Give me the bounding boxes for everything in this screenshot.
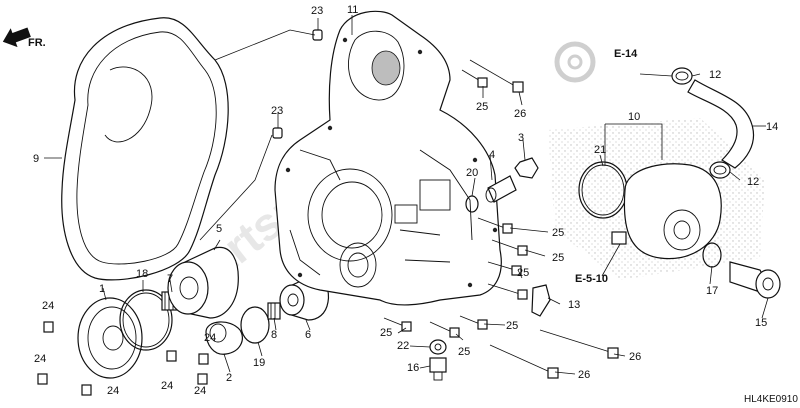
o-ring-18 [119, 289, 173, 351]
o-ring-19 [240, 306, 270, 344]
label-part-25-d: 25 [517, 267, 529, 279]
label-part-23-mid: 23 [271, 105, 283, 117]
label-part-26-a: 26 [514, 108, 526, 120]
label-part-25-f: 25 [458, 346, 470, 358]
label-part-5: 5 [216, 223, 222, 235]
label-part-18: 18 [136, 268, 148, 280]
label-part-4: 4 [489, 149, 495, 161]
label-part-9: 9 [33, 153, 39, 165]
label-part-22: 22 [397, 340, 409, 352]
gasket-9 [61, 17, 229, 281]
label-part-21: 21 [594, 144, 606, 156]
reference-e510: E-5-10 [575, 273, 608, 285]
front-direction-label: FR. [28, 37, 46, 49]
label-part-11: 11 [347, 4, 358, 16]
relief-valve-2 [205, 321, 243, 355]
label-part-10: 10 [628, 111, 640, 123]
label-part-2: 2 [226, 372, 232, 384]
label-part-26-b: 26 [629, 351, 641, 363]
watermark-gear-icon [554, 41, 596, 83]
oil-cooler-10 [611, 163, 722, 260]
front-direction-arrow-icon [2, 27, 31, 48]
crankcase-cover-11 [274, 10, 502, 306]
label-part-17: 17 [706, 285, 718, 297]
drain-plug-16 [429, 357, 447, 381]
oil-pipe-joint-4 [485, 175, 517, 203]
label-part-13: 13 [568, 299, 580, 311]
label-part-25-e: 25 [380, 327, 392, 339]
bolts-26 [469, 59, 619, 379]
cover-bolt-holes [285, 37, 498, 288]
label-part-25-b: 25 [552, 227, 564, 239]
bolts-25 [383, 69, 528, 338]
label-part-24-c: 24 [107, 385, 119, 397]
leader-lines [44, 15, 769, 375]
label-part-7: 7 [167, 273, 173, 285]
oil-cooler-bolt-15 [729, 261, 781, 299]
label-part-24-a: 24 [42, 300, 54, 312]
dowel-pin-23-mid [272, 127, 283, 139]
spring-8 [267, 302, 281, 320]
label-part-25-c: 25 [552, 252, 564, 264]
label-part-24-b: 24 [34, 353, 46, 365]
label-part-12-top: 12 [709, 69, 721, 81]
label-part-20: 20 [466, 167, 478, 179]
label-part-14: 14 [766, 121, 778, 133]
label-part-19: 19 [253, 357, 265, 369]
label-part-25-a: 25 [476, 101, 488, 113]
oil-filter-5 [167, 246, 239, 319]
bracket-13 [531, 284, 551, 317]
label-part-24-d: 24 [161, 380, 173, 392]
label-part-15: 15 [755, 317, 767, 329]
fitting-3 [514, 157, 539, 179]
label-part-24-f: 24 [204, 332, 216, 344]
diagram-code: HL4KE0910 [744, 394, 798, 405]
label-part-23-top: 23 [311, 5, 323, 17]
label-part-1: 1 [99, 283, 105, 295]
reference-e14: E-14 [614, 48, 638, 60]
label-part-6: 6 [305, 329, 311, 341]
bolts-24 [37, 321, 209, 396]
label-part-16: 16 [407, 362, 419, 374]
label-part-12-bottom: 12 [747, 176, 759, 188]
washer-22 [429, 339, 447, 355]
label-part-3: 3 [518, 132, 524, 144]
label-part-8: 8 [271, 329, 277, 341]
oil-filter-cover-1 [77, 297, 143, 379]
label-part-25-g: 25 [506, 320, 518, 332]
label-part-24-e: 24 [194, 385, 206, 397]
label-part-26-c: 26 [578, 369, 590, 381]
water-hose-14 [687, 79, 755, 169]
hose-clamps-12 [671, 67, 731, 179]
